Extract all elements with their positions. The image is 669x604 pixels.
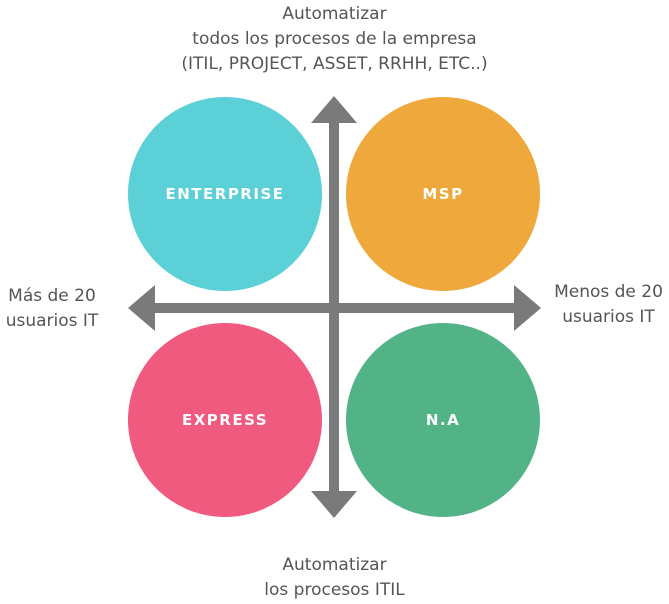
down-arrow-head (311, 491, 357, 518)
right-label-line-1: Menos de 20 (554, 282, 663, 302)
enterprise-label: ENTERPRISE (165, 185, 285, 203)
left-axis-label: Más de 20 usuarios IT (0, 284, 104, 334)
bottom-label-line-1: Automatizar (282, 555, 387, 575)
bottom-label-line-2: los procesos ITIL (264, 580, 405, 600)
right-axis-label: Menos de 20 usuarios IT (548, 280, 669, 330)
top-label-line-1: Automatizar (282, 4, 387, 24)
msp-label: MSP (422, 185, 464, 203)
right-label-line-2: usuarios IT (562, 307, 655, 327)
na-circle: N.A (346, 323, 540, 517)
enterprise-circle: ENTERPRISE (128, 97, 322, 291)
left-label-line-2: usuarios IT (5, 311, 99, 331)
top-label-line-2: todos los procesos de la empresa (192, 29, 477, 49)
express-label: EXPRESS (181, 411, 269, 429)
top-label-line-3: (ITIL, PROJECT, ASSET, RRHH, ETC..) (181, 54, 488, 74)
left-label-line-1: Más de 20 (8, 286, 96, 306)
msp-circle: MSP (346, 97, 540, 291)
bottom-axis-label: Automatizar los procesos ITIL (0, 553, 669, 603)
right-arrow-head (514, 285, 541, 331)
express-circle: EXPRESS (128, 323, 322, 517)
horizontal-axis-line (154, 303, 515, 313)
left-arrow-head (128, 285, 155, 331)
na-label: N.A (425, 411, 461, 429)
top-axis-label: Automatizar todos los procesos de la emp… (0, 2, 669, 77)
up-arrow-head (311, 96, 357, 123)
